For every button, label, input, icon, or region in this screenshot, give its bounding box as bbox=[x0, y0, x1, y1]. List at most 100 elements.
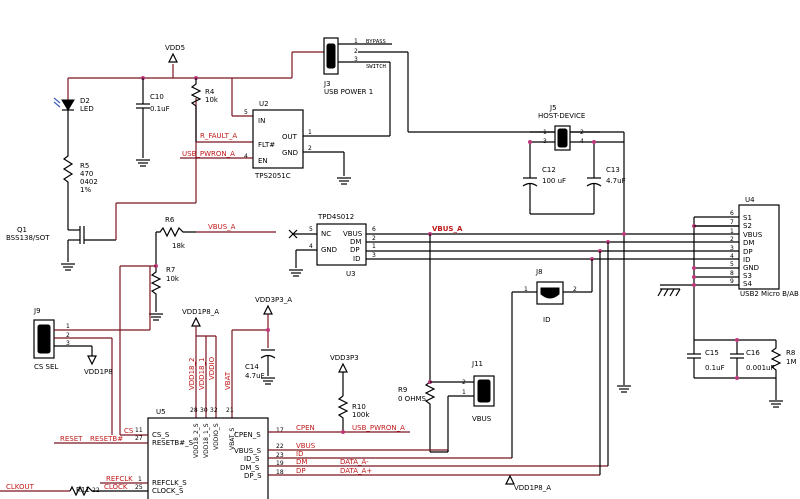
c13-value: 4.7uF bbox=[606, 177, 626, 185]
u4-pin-num-6: 6 bbox=[730, 210, 734, 217]
ground-symbol bbox=[149, 313, 163, 321]
vdd1p8-j9-label: VDD1P8 bbox=[84, 368, 113, 376]
j9-ref: J9 bbox=[33, 307, 41, 315]
resistor-r11 bbox=[69, 485, 148, 497]
junction bbox=[692, 266, 696, 270]
d2-ref: D2 bbox=[80, 97, 90, 105]
u5-pin-vdd18-1-s: VDD18_1_S bbox=[203, 423, 210, 458]
net-usb-pwron-a-u5: USB_PWRON_A bbox=[352, 424, 405, 432]
j9-pin-2: 2 bbox=[66, 332, 70, 339]
j11-value: VBUS bbox=[472, 415, 492, 423]
c10-value: 0.1uF bbox=[150, 105, 170, 113]
r5-ref: R5 bbox=[80, 162, 89, 170]
net-vbus: VBUS bbox=[296, 442, 316, 450]
u5-pin-resetb-s: RESETB#_S bbox=[152, 439, 194, 447]
net-reset: RESET bbox=[60, 435, 83, 443]
u5-pin-cpen-s: CPEN_S bbox=[234, 431, 261, 439]
u3-pin-vbus: VBUS bbox=[343, 230, 363, 238]
r9-ref: R9 bbox=[398, 386, 407, 394]
u5-pin-vddio-s: VDDIO_S bbox=[213, 423, 220, 450]
net-cpen: CPEN bbox=[296, 424, 315, 432]
u4-pin-s4: S4 bbox=[743, 280, 752, 288]
u2-pin-num-2: 2 bbox=[308, 145, 312, 152]
r11-pin-num: 22 bbox=[92, 487, 100, 494]
q1-ref: Q1 bbox=[17, 226, 27, 234]
ground-symbol bbox=[61, 263, 75, 271]
u5-pin-num-18: 18 bbox=[276, 469, 284, 476]
r8-ref: R8 bbox=[786, 349, 795, 357]
u2-pin-num-5: 5 bbox=[244, 109, 248, 116]
u5-ref: U5 bbox=[156, 408, 166, 416]
net-vbus-a-bus: VBUS_A bbox=[432, 225, 463, 233]
net-data-a-plus: DATA_A+ bbox=[340, 467, 372, 475]
u3-pin-dp: DP bbox=[350, 246, 360, 254]
j8-value: ID bbox=[543, 316, 550, 324]
r5-value-2: 0402 bbox=[80, 178, 98, 186]
u4-pin-num-5: 5 bbox=[730, 261, 734, 268]
u5-net-vddio: VDDIO bbox=[208, 356, 216, 380]
r5-value-1: 470 bbox=[80, 170, 93, 178]
net-vbus-a-r6: VBUS_A bbox=[208, 223, 236, 231]
capacitor-c16 bbox=[730, 340, 744, 378]
u5-pin-id-s: ID_S bbox=[244, 455, 260, 463]
u4-pin-num-2: 2 bbox=[730, 236, 734, 243]
u3-tpd4s012 bbox=[316, 223, 367, 266]
vdd5-rail bbox=[68, 51, 338, 117]
u5-pin-cs-s: CS_S bbox=[152, 431, 170, 439]
u4-pin-num-9: 9 bbox=[730, 278, 734, 285]
net-dp: DP bbox=[296, 467, 306, 475]
ground-symbol bbox=[289, 269, 303, 277]
net-dm: DM bbox=[296, 458, 307, 466]
vdd1p8-a-top-label: VDD1P8_A bbox=[182, 308, 219, 316]
net-cs: CS bbox=[124, 427, 134, 435]
vdd3p3-power-symbol bbox=[338, 362, 348, 373]
r10-ref: R10 bbox=[352, 403, 366, 411]
r11-ref: R11 bbox=[76, 486, 90, 494]
u4-pin-gnd: GND bbox=[743, 264, 759, 272]
c15-value: 0.1uF bbox=[705, 364, 725, 372]
u2-value: TPS2051C bbox=[254, 172, 291, 180]
u4-value: USB2 Micro B/AB bbox=[740, 290, 799, 298]
vdd1p8-power-symbol bbox=[87, 355, 97, 366]
resistor-r5 bbox=[62, 150, 74, 230]
resistor-r4 bbox=[190, 78, 253, 143]
j5-body bbox=[557, 128, 568, 148]
j9-value: CS SEL bbox=[34, 363, 58, 371]
u5-pin-vbus-s: VBUS_S bbox=[234, 447, 262, 455]
junction bbox=[692, 275, 696, 279]
r4-ref: R4 bbox=[205, 88, 215, 96]
vdd1p8-a-bottom-power-symbol bbox=[505, 474, 515, 485]
u5-pin-num-19: 19 bbox=[276, 460, 284, 467]
u2-ref: U2 bbox=[259, 100, 269, 108]
u5-net-vbat: VBAT bbox=[224, 371, 232, 390]
u5-pin-num-23: 23 bbox=[276, 452, 284, 459]
r8-value: 1M bbox=[786, 358, 797, 366]
u2-pin-gnd: GND bbox=[282, 149, 298, 157]
u5-net-vdd18-1: VDD18_1 bbox=[198, 358, 206, 390]
c14-ref: C14 bbox=[245, 363, 259, 371]
j8-body bbox=[540, 287, 560, 299]
net-clock: CLOCK bbox=[104, 483, 128, 491]
u5-pin-num-22: 22 bbox=[276, 443, 284, 450]
u4-pin-vbus: VBUS bbox=[743, 231, 763, 239]
u3-pin-num-4: 4 bbox=[309, 243, 313, 250]
resistor-r8 bbox=[770, 340, 782, 400]
u5-pin-num-11: 11 bbox=[135, 427, 143, 434]
u3-pin-id: ID bbox=[353, 255, 360, 263]
junction bbox=[735, 376, 739, 380]
j3-body bbox=[326, 43, 336, 69]
capacitor-c14 bbox=[260, 349, 276, 385]
u2-pin-in: IN bbox=[258, 117, 265, 125]
u3-ref: U3 bbox=[346, 270, 356, 278]
u5-pin-dp-s: DP_S bbox=[244, 472, 262, 480]
net-clkout: CLKOUT bbox=[6, 483, 35, 491]
j3-pin-1: 1 bbox=[354, 38, 358, 45]
c16-ref: C16 bbox=[746, 349, 760, 357]
vdd3p3-a-label: VDD3P3_A bbox=[255, 296, 292, 304]
j5-ref: J5 bbox=[549, 104, 557, 112]
r7-value: 10k bbox=[166, 275, 180, 283]
u4-pin-dm: DM bbox=[743, 239, 754, 247]
r7-ref: R7 bbox=[166, 266, 175, 274]
junction bbox=[592, 140, 596, 144]
u4-pin-num-8: 8 bbox=[730, 270, 734, 277]
